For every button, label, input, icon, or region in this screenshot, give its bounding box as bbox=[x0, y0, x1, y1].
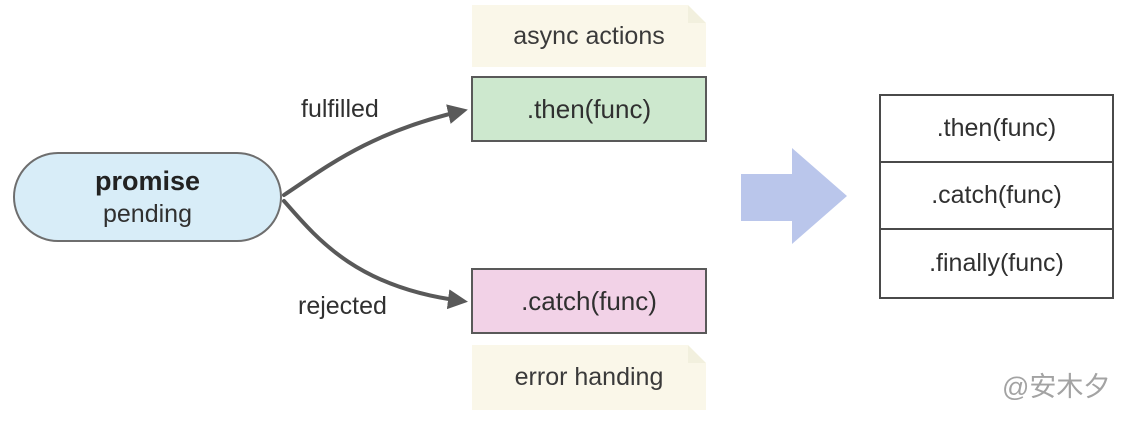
async-actions-note: async actions bbox=[472, 5, 706, 67]
fulfilled-edge-label: fulfilled bbox=[301, 95, 379, 123]
error-handling-note-text: error handing bbox=[514, 363, 664, 391]
promise-state: pending bbox=[103, 199, 192, 228]
promise-title: promise bbox=[94, 165, 201, 196]
table-row-catch: .catch(func) bbox=[881, 163, 1112, 230]
fulfilled-arrow bbox=[282, 104, 468, 197]
then-node-label: .then(func) bbox=[526, 93, 652, 124]
catch-node: .catch(func) bbox=[471, 268, 707, 334]
table-row-catch-label: .catch(func) bbox=[931, 181, 1062, 209]
rejected-edge-label: rejected bbox=[298, 292, 387, 320]
table-row-finally: .finally(func) bbox=[881, 230, 1112, 297]
error-handling-note: error handing bbox=[472, 345, 706, 410]
promise-methods-table: .then(func) .catch(func) .finally(func) bbox=[879, 94, 1114, 299]
table-row-then-label: .then(func) bbox=[936, 114, 1057, 142]
catch-node-label: .catch(func) bbox=[521, 285, 657, 316]
then-node: .then(func) bbox=[471, 76, 707, 142]
async-actions-note-text: async actions bbox=[513, 21, 665, 50]
table-row-finally-label: .finally(func) bbox=[929, 249, 1064, 277]
table-row-then: .then(func) bbox=[881, 96, 1112, 163]
transform-block-arrow-icon bbox=[741, 148, 847, 244]
promise-node: promise pending bbox=[13, 152, 282, 242]
rejected-arrow bbox=[282, 199, 468, 310]
watermark: @安木夕 bbox=[1002, 372, 1111, 402]
